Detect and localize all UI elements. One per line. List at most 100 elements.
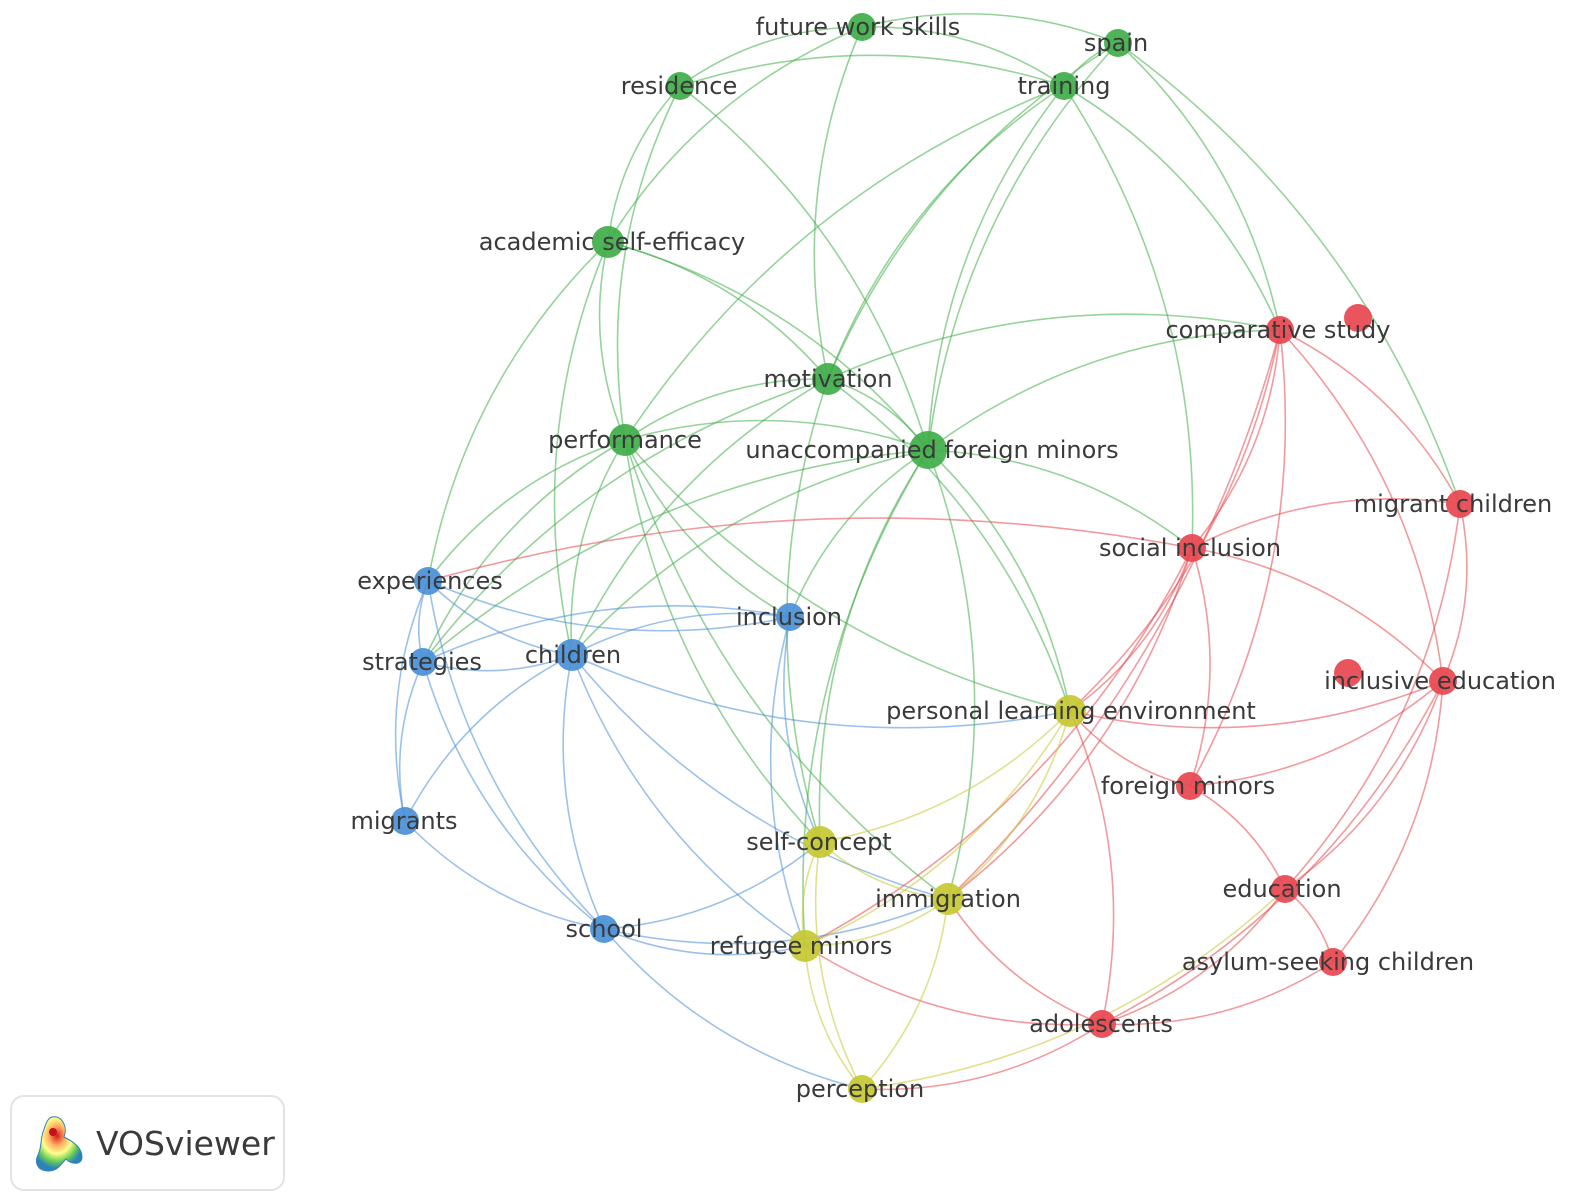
network-link bbox=[1189, 785, 1286, 890]
node-label-inclusive-education: inclusive education bbox=[1324, 667, 1556, 695]
network-link bbox=[607, 241, 929, 451]
node-inclusive-education[interactable] bbox=[1429, 667, 1457, 695]
node-migrant-children[interactable] bbox=[1446, 490, 1474, 518]
node-label-training: training bbox=[1018, 72, 1111, 100]
network-link bbox=[679, 54, 1065, 87]
node-label-future-work-skills: future work skills bbox=[756, 13, 961, 41]
node-label-performance: performance bbox=[548, 426, 702, 454]
network-link bbox=[624, 419, 929, 451]
network-link bbox=[827, 85, 1065, 380]
node-label-spain: spain bbox=[1084, 29, 1148, 57]
network-link bbox=[1191, 329, 1281, 549]
node-label-self-concept: self-concept bbox=[746, 828, 891, 856]
node-label-children: children bbox=[525, 641, 621, 669]
network-link bbox=[804, 547, 1193, 947]
network-link bbox=[679, 85, 929, 451]
network-link bbox=[394, 580, 429, 822]
vosviewer-brand-box: VOSviewer bbox=[10, 1095, 285, 1191]
node-strategies[interactable] bbox=[409, 648, 437, 676]
network-link bbox=[802, 449, 929, 947]
network-link bbox=[1191, 547, 1444, 682]
network-links bbox=[394, 12, 1468, 1091]
network-link bbox=[804, 945, 863, 1090]
node-label-residence: residence bbox=[621, 72, 737, 100]
network-link bbox=[1117, 42, 1461, 505]
network-link bbox=[861, 26, 1065, 87]
node-children[interactable] bbox=[556, 639, 588, 671]
node-self-concept[interactable] bbox=[804, 826, 836, 858]
node-comparative-study[interactable] bbox=[1266, 316, 1294, 344]
node-spain[interactable] bbox=[1104, 29, 1132, 57]
node-training[interactable] bbox=[1050, 72, 1078, 100]
network-link bbox=[1284, 680, 1444, 890]
node-performance[interactable] bbox=[609, 424, 641, 456]
network-link bbox=[607, 241, 829, 380]
network-link bbox=[571, 654, 1071, 729]
network-link bbox=[427, 580, 573, 656]
network-link bbox=[422, 439, 626, 663]
network-link bbox=[927, 449, 976, 900]
node-education[interactable] bbox=[1271, 875, 1299, 903]
node-label-unaccompanied-foreign-minors: unaccompanied foreign minors bbox=[745, 436, 1118, 464]
network-link bbox=[1069, 680, 1444, 729]
network-link bbox=[427, 580, 791, 632]
node-label-migrant-children: migrant children bbox=[1354, 490, 1552, 518]
network-link bbox=[783, 616, 821, 843]
node-residence[interactable] bbox=[666, 72, 694, 100]
network-link bbox=[571, 654, 806, 947]
node-inclusive-education-secondary[interactable] bbox=[1334, 659, 1362, 687]
network-link bbox=[1191, 498, 1461, 549]
network-link bbox=[769, 616, 806, 947]
node-label-experiences: experiences bbox=[357, 567, 503, 595]
node-future-work-skills[interactable] bbox=[848, 13, 876, 41]
node-label-school: school bbox=[566, 915, 643, 943]
node-migrants[interactable] bbox=[391, 807, 419, 835]
node-perception[interactable] bbox=[848, 1075, 876, 1103]
network-link bbox=[624, 85, 1065, 441]
node-inclusion[interactable] bbox=[776, 603, 804, 631]
node-academic-self-efficacy[interactable] bbox=[592, 226, 624, 258]
network-link bbox=[1063, 85, 1281, 331]
node-label-strategies: strategies bbox=[362, 648, 482, 676]
node-school[interactable] bbox=[590, 915, 618, 943]
network-link bbox=[927, 449, 1193, 549]
network-link bbox=[570, 439, 626, 656]
network-link bbox=[1101, 888, 1286, 1025]
vosviewer-brand-name: VOSviewer bbox=[96, 1123, 275, 1163]
node-label-personal-learning-environment: personal learning environment bbox=[886, 697, 1256, 725]
network-link bbox=[624, 378, 829, 441]
node-adolescents[interactable] bbox=[1088, 1010, 1116, 1038]
node-label-social-inclusion: social inclusion bbox=[1099, 534, 1281, 562]
network-link bbox=[1279, 329, 1461, 505]
node-social-inclusion[interactable] bbox=[1178, 534, 1206, 562]
node-personal-learning-environment[interactable] bbox=[1054, 695, 1086, 727]
network-link bbox=[624, 439, 791, 618]
network-link bbox=[1069, 710, 1191, 787]
network-link bbox=[813, 26, 863, 380]
node-label-academic-self-efficacy: academic self-efficacy bbox=[479, 228, 745, 256]
network-link bbox=[422, 654, 573, 672]
network-link bbox=[571, 654, 949, 900]
network-link bbox=[603, 928, 863, 1090]
network-link bbox=[553, 241, 609, 656]
node-comparative-study-secondary[interactable] bbox=[1344, 304, 1372, 332]
network-link bbox=[861, 1023, 1103, 1091]
network-link bbox=[398, 661, 424, 822]
network-link bbox=[818, 449, 929, 843]
network-link bbox=[1069, 547, 1193, 712]
node-motivation[interactable] bbox=[812, 363, 844, 395]
network-link bbox=[827, 313, 1281, 380]
network-link bbox=[927, 329, 1281, 451]
node-asylum-seeking-children[interactable] bbox=[1319, 948, 1347, 976]
network-link bbox=[598, 241, 626, 441]
node-immigration[interactable] bbox=[932, 883, 964, 915]
network-link bbox=[607, 26, 863, 243]
node-experiences[interactable] bbox=[414, 567, 442, 595]
node-foreign-minors[interactable] bbox=[1176, 772, 1204, 800]
node-refugee-minors[interactable] bbox=[789, 930, 821, 962]
node-unaccompanied-foreign-minors[interactable] bbox=[909, 431, 947, 469]
node-label-perception: perception bbox=[796, 1075, 925, 1103]
network-link bbox=[1101, 961, 1334, 1026]
network-link bbox=[1332, 680, 1444, 963]
